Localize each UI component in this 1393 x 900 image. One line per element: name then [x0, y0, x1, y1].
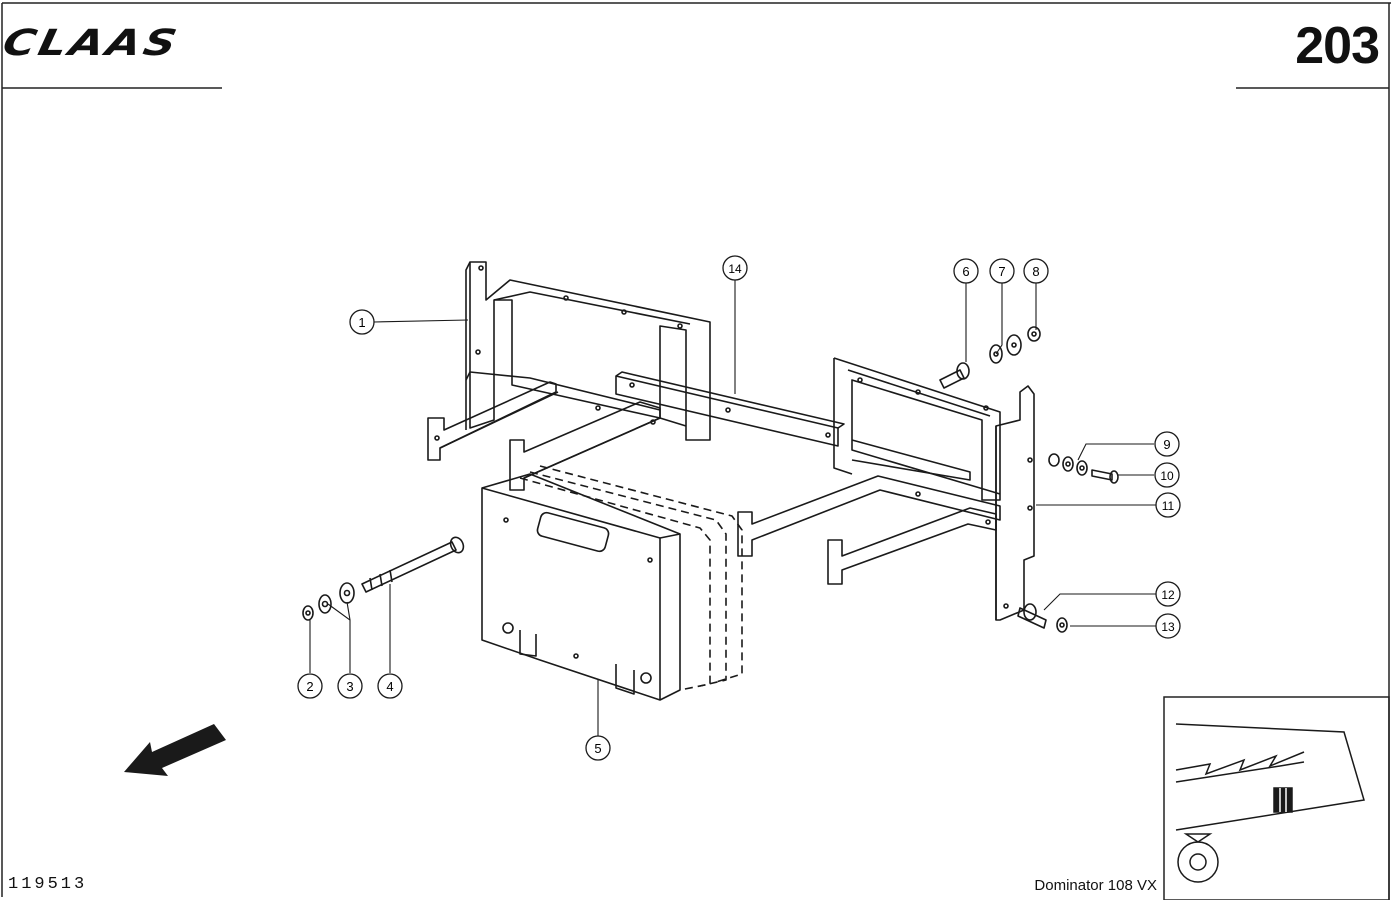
long-bolt-part [361, 536, 465, 593]
drawing-number: 119513 [8, 875, 88, 894]
svg-text:12: 12 [1161, 588, 1175, 602]
page-number: 203 [1295, 17, 1380, 75]
svg-text:4: 4 [386, 679, 393, 694]
combine-harvester-inset-icon [1175, 723, 1365, 883]
callout-1: 1 [349, 309, 375, 335]
bolt-washer-set-top [939, 326, 1041, 389]
cross-bar-part [615, 371, 845, 447]
callout-12: 12 [1155, 581, 1181, 607]
callout-9: 9 [1154, 431, 1180, 457]
callout-3: 3 [337, 673, 363, 699]
callout-14: 14 [722, 255, 748, 281]
leader-lines [309, 280, 1156, 736]
svg-text:9: 9 [1163, 437, 1170, 452]
svg-text:11: 11 [1162, 499, 1175, 513]
callout-8: 8 [1023, 258, 1049, 284]
svg-text:13: 13 [1161, 620, 1175, 634]
callout-11: 11 [1155, 492, 1181, 518]
arrow-down-left-icon [124, 724, 226, 776]
svg-text:7: 7 [998, 264, 1005, 279]
model-name: Dominator 108 VX [1034, 877, 1157, 894]
svg-text:2: 2 [306, 679, 313, 694]
svg-text:5: 5 [594, 741, 601, 756]
svg-text:3: 3 [346, 679, 353, 694]
svg-text:8: 8 [1032, 264, 1039, 279]
callout-6: 6 [953, 258, 979, 284]
left-rail-part [509, 401, 661, 491]
callout-5: 5 [585, 735, 611, 761]
counterweight-part [481, 465, 743, 701]
callout-7: 7 [989, 258, 1015, 284]
left-bracket-part [427, 261, 711, 461]
svg-text:14: 14 [728, 262, 742, 276]
callout-10: 10 [1154, 462, 1180, 488]
svg-text:1: 1 [358, 315, 365, 330]
svg-text:10: 10 [1160, 469, 1174, 483]
right-bracket-part [737, 357, 1035, 621]
callout-2: 2 [297, 673, 323, 699]
svg-text:6: 6 [962, 264, 969, 279]
nut-washer-set-left [302, 582, 355, 621]
bolt-washer-set-middle [1048, 453, 1119, 484]
bolt-washer-set-bottom [1017, 603, 1068, 633]
callout-markers: 1 2 3 4 5 6 7 [297, 255, 1181, 761]
callout-13: 13 [1155, 613, 1181, 639]
callout-4: 4 [377, 673, 403, 699]
